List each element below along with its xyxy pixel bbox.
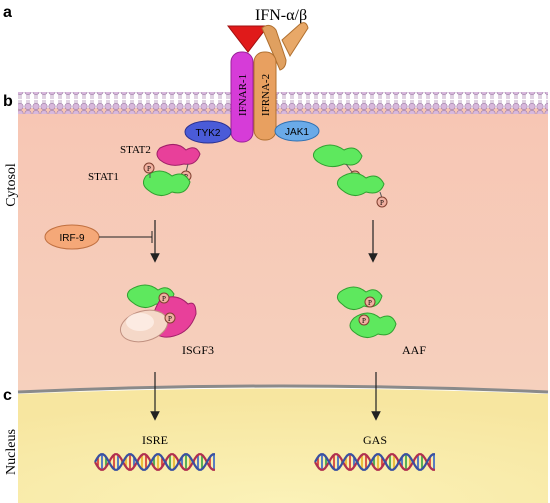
cell-membrane <box>18 92 548 114</box>
svg-text:P: P <box>380 199 384 207</box>
dna-strand <box>314 453 435 471</box>
stat1-right-lower <box>336 172 385 196</box>
nucleus-region <box>18 388 548 503</box>
ligand-label: IFN-α/β <box>255 7 307 24</box>
jak1-label: JAK1 <box>285 127 309 138</box>
dna-strand <box>314 453 435 471</box>
dna-helix-gas <box>314 453 435 471</box>
tyk2-kinase: TYK2 <box>184 120 232 144</box>
stat1-left <box>142 170 191 196</box>
panel-label-b: b <box>3 93 13 110</box>
jak1-kinase: JAK1 <box>274 120 320 142</box>
irf9-label: IRF-9 <box>60 233 85 244</box>
dna-strand <box>94 453 215 471</box>
gas-label: GAS <box>363 433 387 447</box>
irf9-protein: IRF-9 <box>44 224 100 250</box>
svg-text:P: P <box>168 315 172 323</box>
nuclear-envelope <box>17 384 549 394</box>
cytosol-region <box>18 108 548 392</box>
isgf3-complex: P P <box>119 284 197 343</box>
svg-text:P: P <box>368 299 372 307</box>
stat2-left <box>156 144 201 166</box>
phospho-stat1: P <box>143 162 155 174</box>
svg-text:P: P <box>362 317 366 325</box>
dna-strand <box>94 453 215 471</box>
ifnar-2-receptor: IFRNA-2 <box>253 22 309 141</box>
phospho-right-lower: P <box>376 196 388 208</box>
ifnar-1-receptor: IFNAR-1 <box>230 51 254 143</box>
stat1-label: STAT1 <box>88 171 119 183</box>
ifnar-2-label: IFRNA-2 <box>260 74 272 116</box>
cytosol-label: Cytosol <box>4 163 19 207</box>
svg-text:P: P <box>147 165 151 173</box>
svg-text:P: P <box>162 295 166 303</box>
ifnar-1-label: IFNAR-1 <box>237 74 249 116</box>
stat1-right-upper <box>312 144 363 168</box>
panel-label-a: a <box>3 4 12 21</box>
aaf-label: AAF <box>402 343 426 357</box>
isre-label: ISRE <box>142 433 168 447</box>
isgf3-label: ISGF3 <box>182 343 214 357</box>
tyk2-label: TYK2 <box>195 128 220 139</box>
ifn-ligand-triangle <box>226 25 270 53</box>
nucleus-label: Nucleus <box>4 429 19 475</box>
aaf-complex: P P <box>336 286 397 338</box>
panel-label-c: c <box>3 387 12 404</box>
stat2-label: STAT2 <box>120 144 151 156</box>
dna-helix-isre <box>94 453 215 471</box>
